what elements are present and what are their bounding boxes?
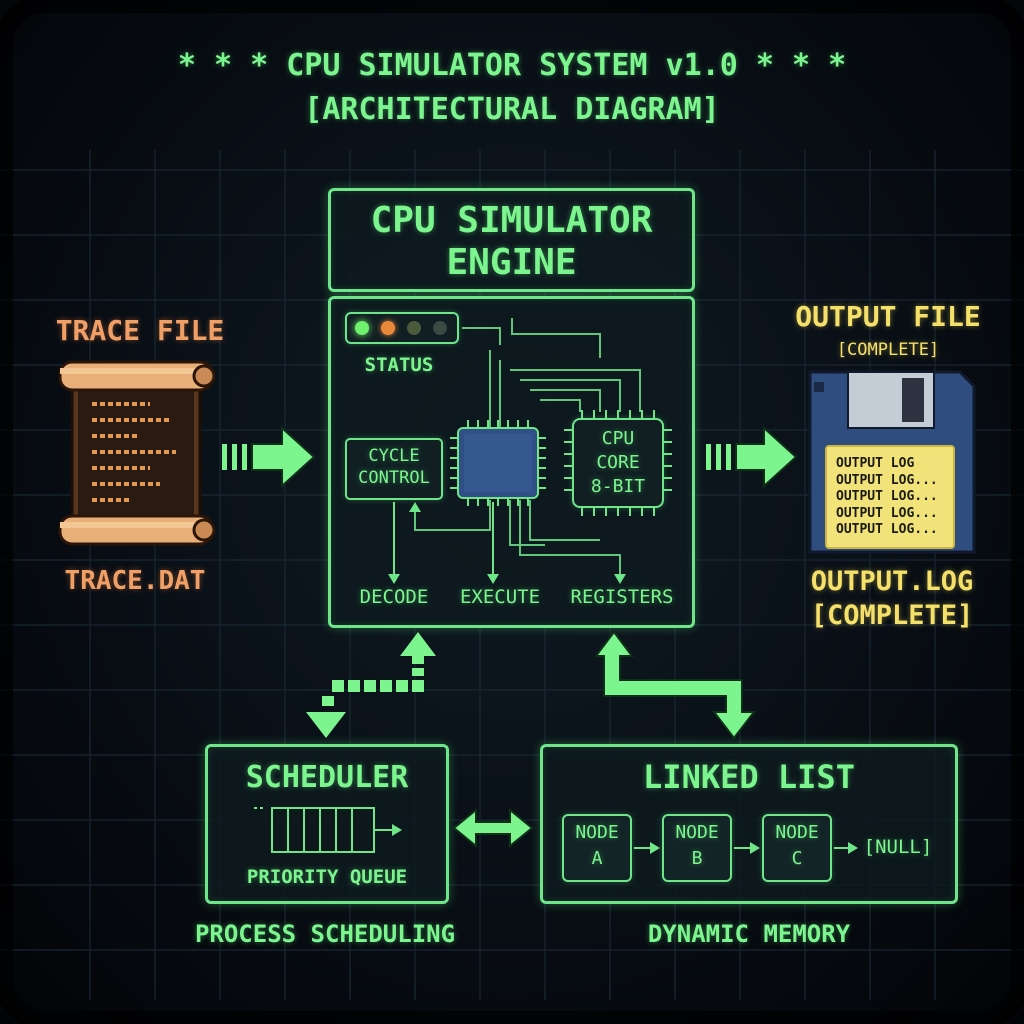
cpu-core-box (572, 418, 664, 508)
engine-title-box (328, 188, 695, 292)
stage-execute: EXECUTE (459, 586, 541, 608)
status-led-green (355, 321, 369, 335)
diagram-subtitle: [ARCHITECTURAL DIAGRAM] (304, 92, 720, 127)
priority-queue-label: PRIORITY QUEUE (246, 866, 408, 888)
arrow-engine-to-output-icon (706, 425, 798, 489)
status-led-off-1 (407, 321, 421, 335)
scheduler-caption: PROCESS SCHEDULING (194, 920, 456, 948)
node-b-line1: NODE (675, 822, 719, 843)
cpu-core-line1: CPU (601, 428, 635, 449)
output-log-line-4: OUTPUT LOG... (836, 505, 938, 521)
stage-registers: REGISTERS (570, 586, 674, 608)
output-file-badge: [COMPLETE] (836, 340, 940, 360)
output-log-line-1: OUTPUT LOG (836, 456, 915, 471)
status-led-orange (381, 321, 395, 335)
trace-file-title: TRACE FILE (55, 314, 225, 347)
engine-title-line2: ENGINE (446, 242, 577, 283)
node-c-line2: C (791, 848, 803, 869)
arrow-scheduler-linkedlist-icon (452, 807, 534, 849)
diagram-title: * * * CPU SIMULATOR SYSTEM v1.0 * * * (177, 48, 847, 83)
engine-title-line1: CPU SIMULATOR (370, 200, 653, 241)
output-log-line-5: OUTPUT LOG... (836, 522, 938, 537)
linked-list-title: LINKED LIST (643, 758, 855, 796)
status-led-off-2 (433, 321, 447, 335)
output-filename: OUTPUT.LOG (810, 566, 974, 597)
cycle-control-line2: CONTROL (358, 468, 430, 488)
node-b (662, 814, 732, 882)
node-c (762, 814, 832, 882)
trace-filename: TRACE.DAT (64, 566, 206, 596)
output-file-title: OUTPUT FILE (795, 300, 981, 333)
node-a (562, 814, 632, 882)
cpu-core-line2: CORE (596, 452, 640, 473)
node-c-line1: NODE (775, 822, 819, 843)
output-status: [COMPLETE] (810, 600, 974, 631)
node-a-line1: NODE (575, 822, 619, 843)
linked-list-caption: DYNAMIC MEMORY (647, 920, 851, 948)
node-a-line2: A (591, 848, 603, 869)
output-log-line-3: OUTPUT LOG... (836, 489, 938, 504)
output-log-line-2: OUTPUT LOG... (836, 472, 938, 488)
arrow-trace-to-engine-icon (222, 425, 316, 489)
stage-decode: DECODE (359, 586, 429, 608)
scheduler-title: SCHEDULER (245, 760, 409, 795)
arrow-engine-scheduler-icon (306, 632, 436, 738)
null-terminator: [NULL] (863, 836, 933, 858)
node-b-line2: B (691, 848, 703, 869)
status-label: STATUS (364, 354, 434, 376)
cpu-core-line3: 8-BIT (590, 476, 646, 497)
cycle-control-line1: CYCLE (368, 446, 420, 466)
cycle-control-box (345, 438, 443, 500)
scheduler-box (205, 744, 449, 904)
output-log-lines: OUTPUT LOG OUTPUT LOG... OUTPUT LOG... O… (836, 456, 956, 539)
arrow-engine-linkedlist-icon (594, 630, 757, 740)
